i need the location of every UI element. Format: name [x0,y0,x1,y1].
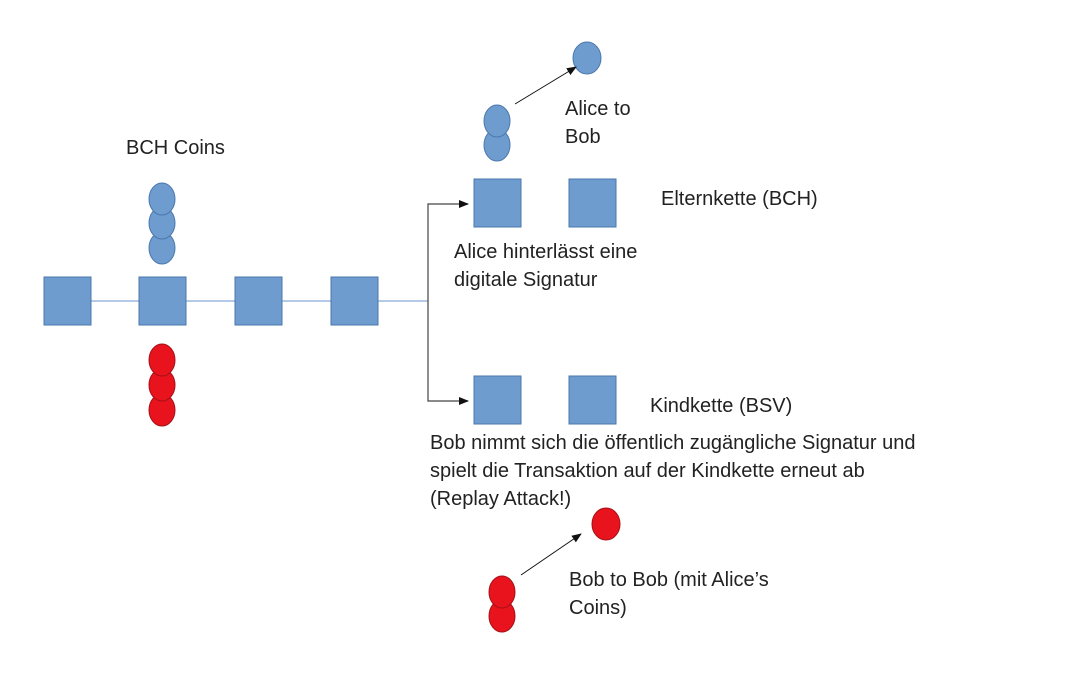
main-chain-block [330,276,379,326]
alice-signature-label: Alice hinterlässt eine digitale Signatur [454,241,638,291]
replay-transaction-coins [488,507,621,633]
blue-coin [148,182,176,216]
main-chain-block [234,276,283,326]
parent-chain-block [568,178,617,228]
main-chain-block [138,276,187,326]
bsv-coin-stack [148,343,176,427]
alice-to-bob-label: Alice to Bob [565,98,631,148]
bob-to-bob-label: Bob to Bob (mit Alice’s Coins) [569,569,769,619]
red-coin [148,343,176,377]
replay-attack-note: Bob nimmt sich die öffentlich zugänglich… [430,432,916,510]
child-chain-block [473,375,522,425]
child-chain-label: Kindkette (BSV) [650,395,793,417]
child-chain [473,375,617,425]
alice-transaction-coins [483,41,602,162]
fork-connector [427,200,469,405]
child-chain-block [568,375,617,425]
main-chain-block [43,276,92,326]
bch-coin-stack [148,182,176,265]
red-coin [488,575,516,609]
parent-chain [473,178,617,228]
blue-coin [483,104,511,138]
replay-transfer-arrow [520,533,582,576]
parent-chain-label: Elternkette (BCH) [661,188,818,210]
blue-coin-received [572,41,602,75]
parent-chain-block [473,178,522,228]
alice-transfer-arrow [514,66,577,105]
red-coin-received [591,507,621,541]
main-chain [43,276,379,326]
bch-coins-label: BCH Coins [126,137,225,159]
